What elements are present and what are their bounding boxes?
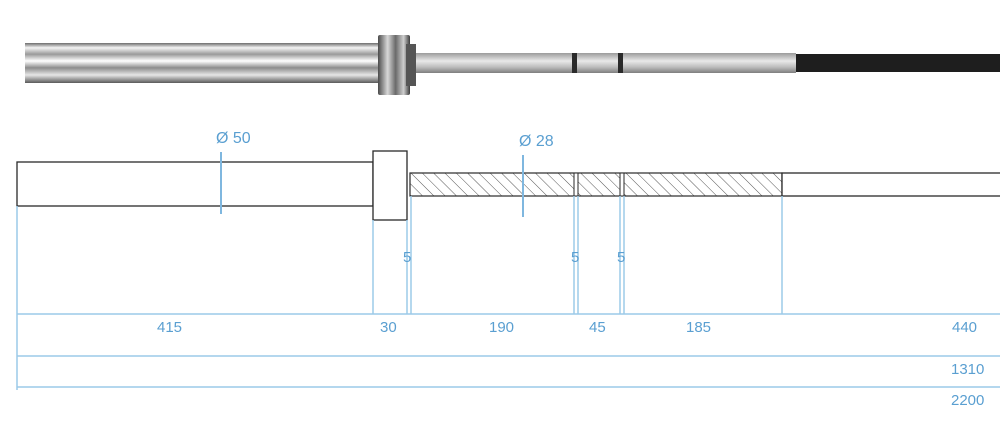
extension-lines: [16, 196, 783, 390]
smooth-shaft-outline: [781, 172, 1000, 197]
photo-sleeve: [25, 43, 380, 83]
photo-smooth-shaft: [796, 54, 1000, 72]
barbell-drawing: [16, 150, 1000, 221]
collar-outline: [372, 150, 408, 221]
dim-440: 440: [952, 319, 977, 336]
mark-5-ring1: 5: [571, 249, 579, 266]
dim-190: 190: [489, 319, 514, 336]
mark-5-ring2: 5: [617, 249, 625, 266]
shaft-diameter-label: Ø 28: [519, 133, 554, 150]
ring-gap-left: [574, 173, 578, 196]
photo-knurled-shaft: [416, 53, 796, 73]
ring-gap-right: [620, 173, 624, 196]
photo-collar-ring: [406, 44, 416, 86]
mark-5-collar: 5: [403, 249, 411, 266]
barbell-photo: [25, 35, 1000, 95]
ring-width-marks: 5 5 5: [403, 249, 625, 266]
photo-ring-mark-left: [572, 53, 577, 73]
dim-30: 30: [380, 319, 397, 336]
knurled-section: [409, 172, 783, 197]
photo-collar: [378, 35, 410, 95]
dim-total-2200: 2200: [951, 392, 984, 409]
dim-total-1310: 1310: [951, 361, 984, 378]
diameter-callouts: Ø 50 Ø 28: [216, 130, 554, 217]
sleeve-outline: [16, 161, 374, 207]
dim-45: 45: [589, 319, 606, 336]
dim-185: 185: [686, 319, 711, 336]
dim-415: 415: [157, 319, 182, 336]
photo-ring-mark-right: [618, 53, 623, 73]
sleeve-diameter-label: Ø 50: [216, 130, 251, 147]
dimension-rows: 415 30 190 45 185 440 1310 2200: [17, 313, 1000, 409]
